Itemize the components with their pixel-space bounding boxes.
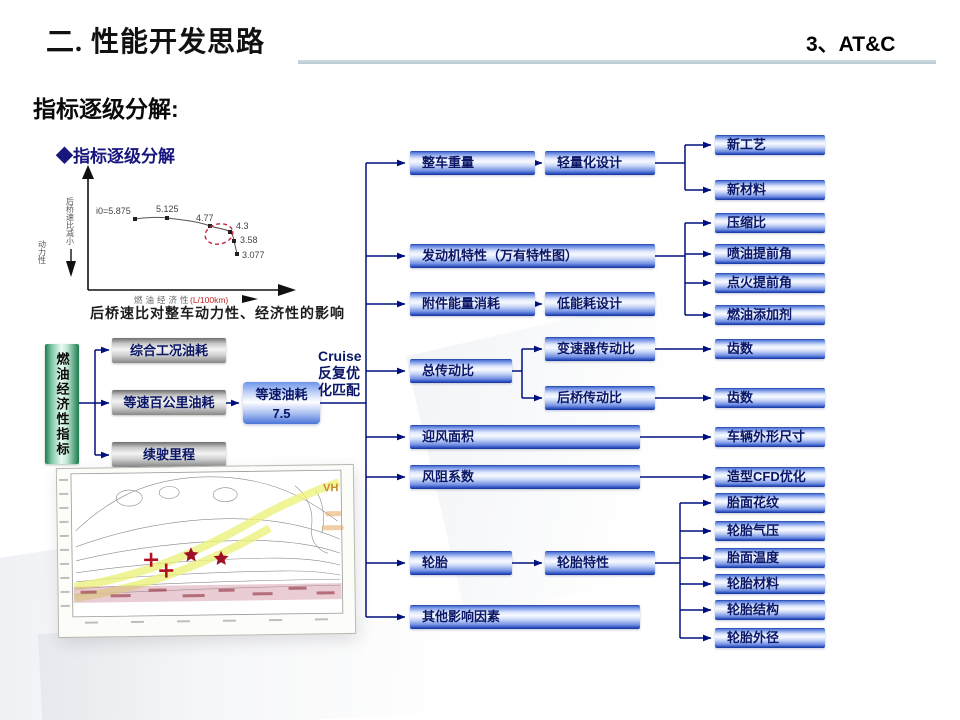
axis-tick-marks bbox=[58, 478, 328, 624]
node-injection-advance: 喷油提前角 bbox=[715, 244, 825, 264]
node-tire-diameter: 轮胎外径 bbox=[715, 628, 825, 648]
node-gearbox-ratio: 变速器传动比 bbox=[545, 337, 655, 361]
y-axis-arrow-icon bbox=[82, 165, 94, 179]
section-label: ◆指标逐级分解 bbox=[56, 147, 175, 166]
target-consumption-title: 等速油耗 bbox=[255, 387, 308, 402]
node-tire: 轮胎 bbox=[410, 551, 512, 575]
point-label: 3.58 bbox=[240, 235, 258, 245]
node-lightweight-design: 轻量化设计 bbox=[545, 151, 655, 175]
node-gear-teeth-1: 齿数 bbox=[715, 339, 825, 359]
node-tire-pressure: 轮胎气压 bbox=[715, 521, 825, 541]
cruise-note-line: 化匹配 bbox=[318, 382, 360, 398]
node-tire-material: 轮胎材料 bbox=[715, 574, 825, 594]
node-vehicle-weight: 整车重量 bbox=[410, 151, 535, 175]
highlight-band bbox=[73, 478, 341, 602]
node-tire-characteristics: 轮胎特性 bbox=[545, 551, 655, 575]
ratio-tradeoff-chart: 动力性 后桥速比减小 i0=5.875 5.125 4.77 4.3 3.58 … bbox=[38, 165, 296, 305]
title-underline bbox=[298, 60, 936, 64]
x-label-arrow-icon bbox=[242, 295, 258, 303]
y-axis-label: 动力性 bbox=[38, 239, 47, 264]
node-fuel-additive: 燃油添加剂 bbox=[715, 305, 825, 325]
engine-map-image: VH bbox=[55, 463, 357, 639]
node-compression-ratio: 压缩比 bbox=[715, 213, 825, 233]
point-label: 3.077 bbox=[242, 250, 265, 260]
point-label: 4.77 bbox=[196, 213, 214, 223]
node-low-energy-design: 低能耗设计 bbox=[545, 292, 655, 316]
node-label: 燃油经济性指标 bbox=[54, 351, 70, 457]
node-engine-characteristics: 发动机特性（万有特性图） bbox=[410, 244, 655, 268]
operating-point-plus-markers bbox=[144, 552, 174, 578]
node-other-factors: 其他影响因素 bbox=[410, 605, 640, 629]
node-fuel-economy-index: 燃油经济性指标 bbox=[45, 344, 79, 464]
node-tread-temperature: 胎面温度 bbox=[715, 548, 825, 568]
operating-point-star-markers bbox=[183, 547, 229, 566]
point-label: i0=5.875 bbox=[96, 206, 131, 216]
cruise-note-line: 反复优 bbox=[318, 365, 360, 381]
page-title: 二. 性能开发思路 bbox=[46, 27, 266, 58]
target-consumption-value: 7.5 bbox=[272, 406, 291, 421]
node-new-material: 新材料 bbox=[715, 180, 825, 200]
node-driving-range: 续驶里程 bbox=[112, 442, 226, 467]
x-axis-unit: (L/100km) bbox=[190, 295, 228, 305]
point-label: 5.125 bbox=[156, 204, 179, 214]
node-cfd-optimization: 造型CFD优化 bbox=[715, 467, 825, 487]
cruise-note-line: Cruise bbox=[318, 348, 362, 364]
x-axis-label: 燃油经济性 bbox=[134, 295, 192, 305]
low-load-band bbox=[73, 583, 342, 603]
low-load-speckle bbox=[80, 586, 335, 598]
cruise-note: Cruise 反复优 化匹配 bbox=[318, 348, 374, 399]
engine-map: VH bbox=[58, 469, 344, 624]
node-gear-teeth-2: 齿数 bbox=[715, 388, 825, 408]
map-faint-labels bbox=[321, 511, 344, 531]
node-new-process: 新工艺 bbox=[715, 135, 825, 155]
direction-arrow-icon bbox=[66, 261, 76, 277]
corner-tag: 3、AT&C bbox=[806, 33, 896, 56]
node-tire-structure: 轮胎结构 bbox=[715, 600, 825, 620]
node-body-dimensions: 车辆外形尺寸 bbox=[715, 427, 825, 447]
point-label: 4.3 bbox=[236, 221, 249, 231]
node-target-consumption: 等速油耗 7.5 bbox=[243, 382, 320, 424]
map-vh-label: VH bbox=[323, 482, 339, 494]
node-tread-pattern: 胎面花纹 bbox=[715, 493, 825, 513]
node-accessory-energy: 附件能量消耗 bbox=[410, 292, 535, 316]
node-constant-speed-consumption: 等速百公里油耗 bbox=[112, 390, 226, 415]
node-frontal-area: 迎风面积 bbox=[410, 425, 640, 449]
data-point-markers bbox=[133, 216, 239, 256]
node-ignition-advance: 点火提前角 bbox=[715, 273, 825, 293]
node-combined-cycle-consumption: 综合工况油耗 bbox=[112, 338, 226, 363]
chart-caption: 后桥速比对整车动力性、经济性的影响 bbox=[90, 305, 345, 321]
subtitle: 指标逐级分解: bbox=[33, 96, 179, 122]
node-total-ratio: 总传动比 bbox=[410, 359, 512, 383]
node-axle-ratio: 后桥传动比 bbox=[545, 386, 655, 410]
node-drag-coefficient: 风阻系数 bbox=[410, 465, 640, 489]
x-axis-arrow-icon bbox=[278, 284, 296, 296]
direction-note: 后桥速比减小 bbox=[66, 196, 75, 246]
